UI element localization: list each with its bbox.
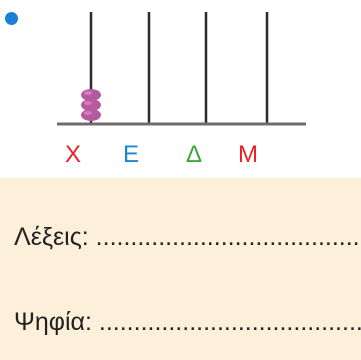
place-value-label: Δ <box>186 141 202 168</box>
bullet-marker <box>5 12 18 25</box>
abacus-bead-highlight <box>84 91 92 95</box>
place-value-label: Μ <box>238 141 258 168</box>
place-value-label: Χ <box>65 141 81 168</box>
abacus-bead-highlight <box>84 111 92 115</box>
abacus-bead-highlight <box>84 101 92 105</box>
place-value-label: Ε <box>123 141 139 168</box>
answer-panel: Λέξεις: ................................… <box>0 178 361 360</box>
digits-answer-line[interactable]: Ψηφία: .................................… <box>14 308 361 336</box>
abacus-bead <box>81 89 101 101</box>
words-answer-line[interactable]: Λέξεις: ................................… <box>14 223 360 251</box>
